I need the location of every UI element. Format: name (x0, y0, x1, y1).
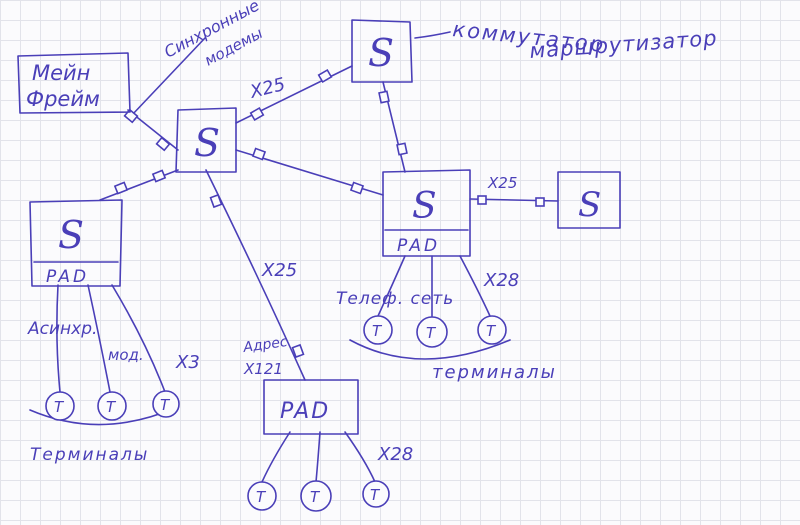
far-right-switch-box (557, 171, 621, 229)
terminal: T (247, 481, 277, 511)
modem-central-top-1 (249, 106, 265, 122)
terminal-circle (247, 481, 277, 511)
far-right-switch: S (557, 171, 621, 229)
terminal-symbol: T (370, 486, 381, 504)
central-switch-symbol: S (194, 121, 220, 165)
terminal-circle (97, 391, 127, 421)
x3-label: X3 (175, 352, 200, 373)
x25-right-label: X25 (487, 174, 517, 192)
mainframe-line2: Фрейм (26, 87, 100, 111)
bottom-pad-box (263, 379, 359, 435)
terminal-circle (152, 390, 180, 418)
mainframe: Мейн Фрейм (17, 52, 131, 114)
terminal-symbol: T (106, 398, 117, 416)
terminal-symbol: T (256, 488, 267, 506)
modem-top-down-2 (396, 142, 408, 156)
terminal: T (363, 315, 393, 345)
link-central-left-pad (99, 169, 179, 201)
far-right-switch-symbol: S (578, 185, 601, 225)
link-right-pad-terminal-1 (377, 255, 406, 317)
async-modem-label-line1: Асинхр. (27, 319, 97, 339)
top-switch-box (351, 19, 413, 83)
top-switch: S (351, 19, 413, 83)
modem-central-left-1 (151, 169, 167, 183)
terminal-circle (45, 391, 75, 421)
terminal-circle (362, 480, 390, 508)
modem-right-far-2 (535, 197, 545, 207)
x28-bottom-label: X28 (377, 444, 413, 465)
modem-top-down-1 (378, 90, 390, 104)
terminal-symbol: T (54, 398, 65, 416)
left-pad-switch-symbol: S (58, 213, 84, 257)
modem-central-top-2 (317, 68, 333, 84)
mainframe-line1: Мейн (32, 61, 90, 85)
link-left-pad-terminal-1 (56, 284, 61, 393)
terminals-left-label: Терминалы (30, 445, 149, 465)
left-pad-label: PAD (46, 267, 89, 287)
phone-net-label: Телеф. сеть (336, 289, 454, 309)
central-switch: S (175, 107, 237, 173)
x28-right-label: X28 (483, 270, 519, 291)
x25-middle-label: X25 (261, 260, 297, 281)
modem-central-right-1 (251, 147, 267, 161)
terminal-circle (300, 480, 332, 512)
terminal-circle (416, 316, 448, 348)
link-left-pad-terminal-3 (111, 284, 166, 393)
modem-right-far-1 (477, 195, 487, 205)
terminals: T T T T T T T T (45, 315, 507, 512)
terminal: T (152, 390, 180, 418)
bottom-pad-label: PAD (280, 399, 330, 424)
left-pad-switch: S PAD (29, 199, 123, 287)
modems (113, 68, 545, 359)
link-left-pad-terminal-2 (87, 284, 111, 393)
terminal-symbol: T (372, 322, 383, 340)
right-pad-box (382, 169, 471, 257)
terminal: T (97, 391, 127, 421)
terminal-symbol: T (160, 396, 171, 414)
terminal-symbol: T (310, 488, 321, 506)
address-label: Адрес (241, 334, 289, 356)
async-modem-label-line2: мод. (108, 346, 144, 364)
link-bottom-pad-terminal-1 (261, 431, 291, 483)
bottom-pad: PAD (263, 379, 359, 435)
mainframe-box (17, 52, 131, 114)
sync-modems-pointer (131, 37, 206, 116)
right-pad-switch: S PAD (382, 169, 471, 257)
link-bottom-pad-terminal-3 (344, 431, 376, 483)
switch-router-pointer (414, 31, 451, 39)
terminals-right-label: терминалы (432, 362, 557, 383)
terminal: T (362, 480, 390, 508)
right-pad-label: PAD (397, 236, 440, 256)
x121-label: X121 (243, 360, 283, 378)
central-switch-box (175, 107, 237, 173)
modem-central-side (155, 136, 171, 152)
terminal-symbol: T (426, 324, 437, 342)
terminal: T (477, 315, 507, 345)
terminals-right-arc (349, 339, 511, 360)
x25-top-label: X25 (247, 74, 287, 103)
terminal: T (416, 316, 448, 348)
terminal-circle (477, 315, 507, 345)
terminal-circle (363, 315, 393, 345)
modem-central-bottom-1 (209, 193, 223, 209)
link-right-pad-terminal-3 (459, 255, 491, 317)
modem-central-bottom-2 (291, 343, 305, 359)
modem-central-right-2 (349, 181, 365, 195)
terminal: T (45, 391, 75, 421)
connections (29, 31, 559, 483)
right-pad-switch-symbol: S (412, 186, 437, 227)
terminal: T (300, 480, 332, 512)
top-switch-symbol: S (368, 31, 394, 75)
modem-central-left-2 (113, 181, 129, 195)
left-pad-box (29, 199, 123, 287)
terminal-symbol: T (486, 322, 497, 340)
link-bottom-pad-terminal-2 (315, 431, 321, 483)
